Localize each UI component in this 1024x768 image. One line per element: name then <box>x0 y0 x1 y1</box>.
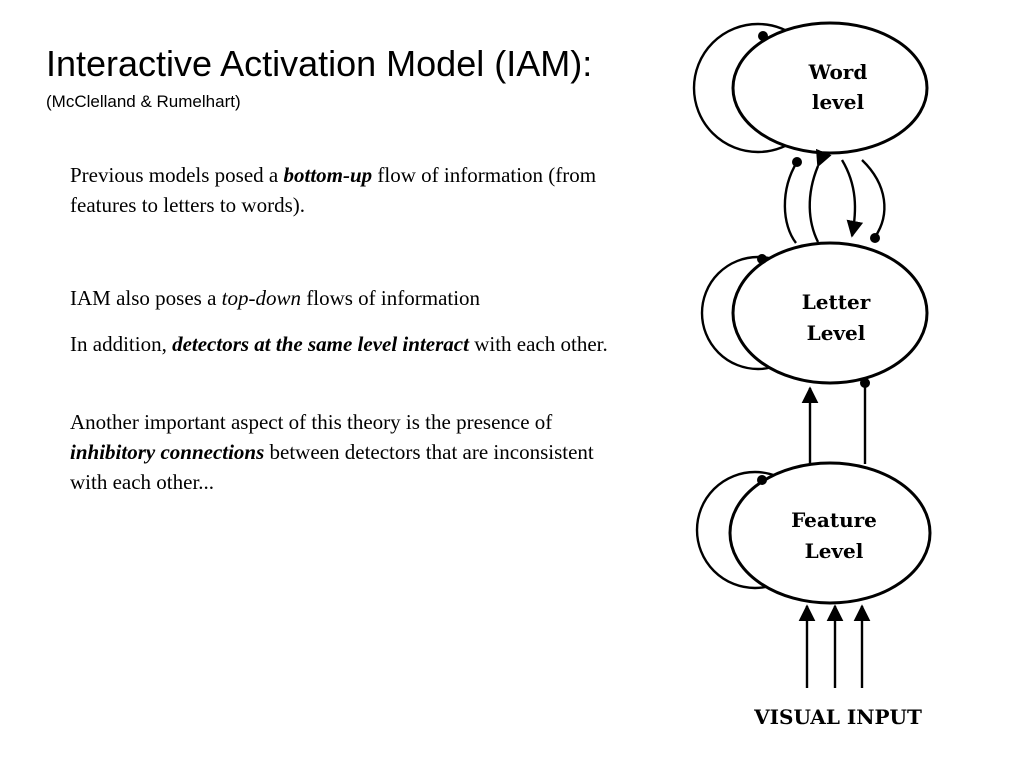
paragraph-bottom-up: Previous models posed a bottom-up flow o… <box>70 160 630 220</box>
feature-level-node <box>728 461 932 605</box>
letter-level-node <box>731 241 929 385</box>
letter-loop-inhibitory-dot <box>757 254 767 264</box>
paragraph-top-down: IAM also poses a top-down flows of infor… <box>70 283 630 313</box>
slide-title: Interactive Activation Model (IAM): <box>46 43 593 84</box>
word-letter-outer-right-curve <box>861 159 886 238</box>
word-letter-outer-left-curve <box>783 161 799 244</box>
slide-subtitle: (McClelland & Rumelhart) <box>46 92 241 111</box>
word-loop-inhibitory-dot <box>758 31 768 41</box>
feature-level-label-line2: Level <box>805 539 864 563</box>
word-to-letter-arrow <box>840 159 864 238</box>
iam-diagram: Word level Letter Level Feature Level VI… <box>692 21 932 729</box>
feature-letter-inhibitory-dot <box>860 378 870 388</box>
para3-emphasis: detectors at the same level interact <box>172 332 469 356</box>
paragraph-same-level: In addition, detectors at the same level… <box>70 329 630 359</box>
para4-emphasis: inhibitory connections <box>70 440 265 464</box>
letter-level-label-line1: Letter <box>802 290 871 314</box>
para2-emphasis: top-down <box>221 286 301 310</box>
para1-pre: Previous models posed a <box>70 163 284 187</box>
para4-post: between detectors that are inconsistent … <box>70 440 594 494</box>
word-level-label-line1: Word <box>808 60 868 84</box>
feature-loop-inhibitory-dot <box>757 475 767 485</box>
letter-to-word-arrow <box>808 148 832 243</box>
visual-input-label: VISUAL INPUT <box>753 705 922 729</box>
para2-pre: IAM also poses a <box>70 286 222 310</box>
para1-emphasis: bottom-up <box>283 163 373 187</box>
para3-pre: In addition, <box>70 332 173 356</box>
para3-post: with each other. <box>468 332 608 356</box>
para4-pre: Another important aspect of this theory … <box>70 410 553 434</box>
word-level-node <box>731 21 929 155</box>
para2-post: flows of information <box>301 286 481 310</box>
word-level-label-line2: level <box>812 90 865 114</box>
feature-level-label-line1: Feature <box>791 508 877 532</box>
word-inhibitory-dot <box>792 157 802 167</box>
letter-level-label-line2: Level <box>807 321 866 345</box>
para1-post: flow of information (from features to le… <box>70 163 597 217</box>
letter-inhibitory-dot <box>870 233 880 243</box>
paragraph-inhibitory: Another important aspect of this theory … <box>70 407 630 497</box>
